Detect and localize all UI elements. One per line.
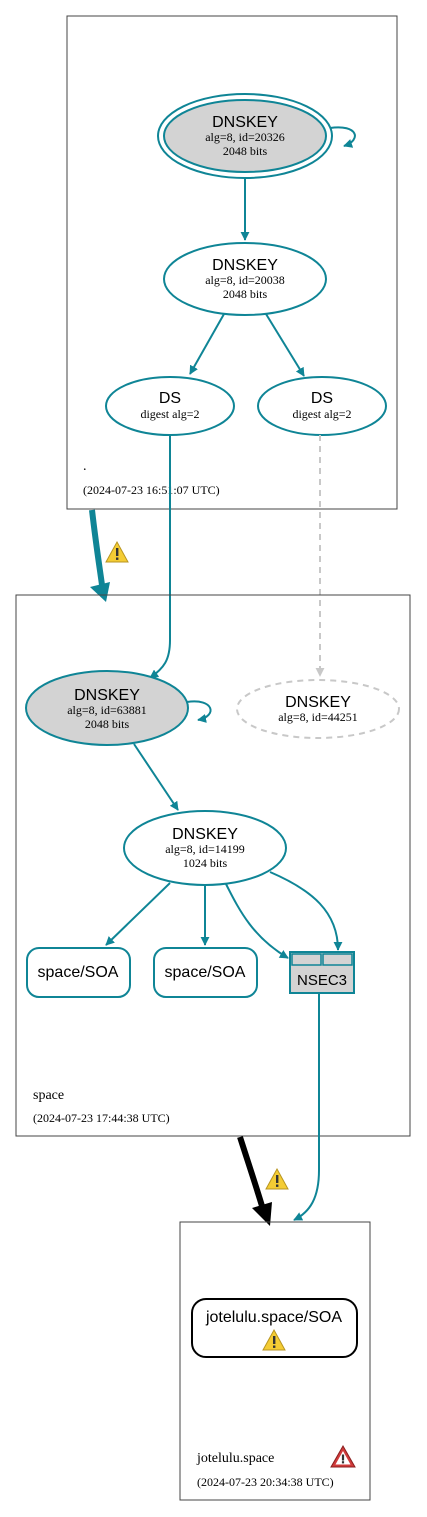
warning-icon[interactable] xyxy=(105,540,129,563)
root-ksk-alg: alg=8, id=20326 xyxy=(205,130,285,144)
space-soa-right-node[interactable]: space/SOA xyxy=(153,947,258,998)
zone-root-box xyxy=(66,15,398,510)
root-ds-right-title: DS xyxy=(311,390,333,407)
root-ksk-bits: 2048 bits xyxy=(223,144,268,158)
error-icon[interactable] xyxy=(330,1444,356,1468)
space-ksk-alg: alg=8, id=63881 xyxy=(67,703,147,717)
root-ds-right-node[interactable]: DS digest alg=2 xyxy=(257,376,387,436)
space-zsk-bits: 1024 bits xyxy=(183,856,228,870)
root-ds-right-digest: digest alg=2 xyxy=(292,407,351,421)
root-ksk-title: DNSKEY xyxy=(212,114,278,131)
root-ksk-self-loop xyxy=(329,126,356,148)
space-ksk-bits: 2048 bits xyxy=(85,717,130,731)
jotelulu-soa-label: jotelulu.space/SOA xyxy=(205,1309,342,1326)
space-ksk-title: DNSKEY xyxy=(74,687,140,704)
zone-jotelulu-box xyxy=(179,1221,371,1501)
space-ksk-node[interactable]: DNSKEY alg=8, id=63881 2048 bits xyxy=(25,670,189,746)
edge-space-zsk-soa-left xyxy=(105,882,171,946)
zone-root-timestamp: (2024-07-23 16:51:07 UTC) xyxy=(83,483,220,497)
space-zsk-alg: alg=8, id=14199 xyxy=(165,842,245,856)
space-soa-left-node[interactable]: space/SOA xyxy=(26,947,131,998)
root-zsk-alg: alg=8, id=20038 xyxy=(205,273,285,287)
space-nsec3-node[interactable]: NSEC3 xyxy=(289,951,355,994)
zone-jotelulu-timestamp: (2024-07-23 20:34:38 UTC) xyxy=(197,1475,334,1489)
space-soa-left-label: space/SOA xyxy=(38,964,119,981)
space-missing-dnskey-node[interactable]: DNSKEY alg=8, id=44251 xyxy=(236,679,400,739)
space-ksk-self-loop xyxy=(186,700,212,723)
root-ds-left-node[interactable]: DS digest alg=2 xyxy=(105,376,235,436)
edge-ds-left-space-ksk xyxy=(149,435,171,679)
edge-nsec3-jotelulu xyxy=(293,994,320,1221)
delegation-space-jotelulu xyxy=(237,1136,265,1207)
zone-jotelulu-name: jotelulu.space xyxy=(196,1451,274,1466)
delegation-root-space-arrowhead xyxy=(90,582,110,602)
zone-space-name: space xyxy=(33,1088,64,1103)
root-zsk-title: DNSKEY xyxy=(212,257,278,274)
zone-root-name: . xyxy=(83,459,87,474)
root-zsk-bits: 2048 bits xyxy=(223,287,268,301)
edge-space-ksk-zsk xyxy=(133,743,179,811)
delegation-root-space xyxy=(89,509,105,586)
warning-icon[interactable] xyxy=(262,1328,286,1351)
root-ksk-node[interactable]: DNSKEY alg=8, id=20326 2048 bits xyxy=(157,93,333,179)
space-zsk-node[interactable]: DNSKEY alg=8, id=14199 1024 bits xyxy=(123,810,287,886)
delegation-space-jotelulu-arrowhead xyxy=(252,1202,272,1226)
zone-space-box xyxy=(15,594,411,1137)
root-zsk-node[interactable]: DNSKEY alg=8, id=20038 2048 bits xyxy=(163,242,327,316)
jotelulu-soa-node[interactable]: jotelulu.space/SOA xyxy=(191,1298,358,1358)
space-zsk-title: DNSKEY xyxy=(172,826,238,843)
root-ds-left-title: DS xyxy=(159,390,181,407)
edge-space-zsk-nsec3-b xyxy=(269,871,343,951)
space-missing-key-title: DNSKEY xyxy=(285,694,351,711)
zone-space-timestamp: (2024-07-23 17:44:38 UTC) xyxy=(33,1111,170,1125)
space-missing-key-alg: alg=8, id=44251 xyxy=(278,710,358,724)
space-nsec3-label: NSEC3 xyxy=(297,972,347,989)
edge-root-zsk-ds-right xyxy=(265,313,305,377)
edge-root-zsk-ds-left xyxy=(189,313,225,375)
warning-icon[interactable] xyxy=(265,1167,289,1190)
space-soa-right-label: space/SOA xyxy=(165,964,246,981)
edge-space-zsk-nsec3-a xyxy=(225,883,289,959)
root-ds-left-digest: digest alg=2 xyxy=(140,407,199,421)
